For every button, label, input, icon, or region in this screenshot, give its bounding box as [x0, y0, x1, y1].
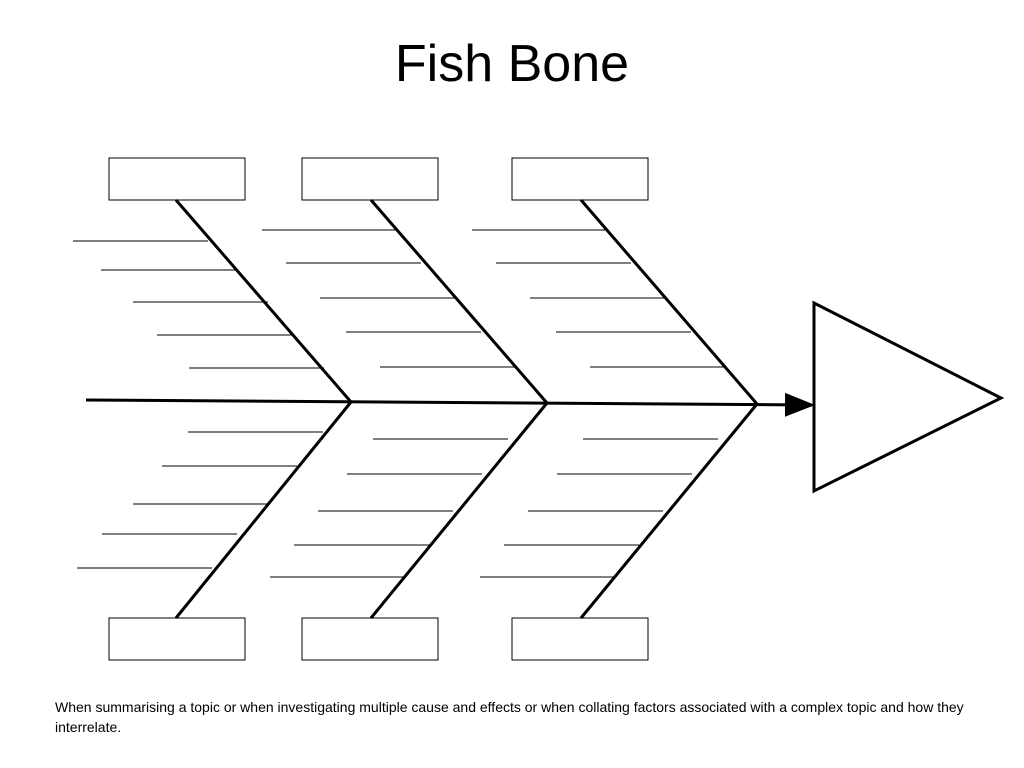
sub-causes-bottom-2	[270, 438, 508, 578]
page-title: Fish Bone	[394, 35, 630, 93]
sub-causes-bottom-1	[77, 431, 323, 569]
bottom-bone-2	[369, 402, 549, 619]
top-category-box-2	[301, 157, 439, 201]
description-caption: When summarising a topic or when investi…	[55, 699, 964, 735]
top-category-box-3	[511, 157, 649, 201]
spine	[85, 392, 815, 417]
sub-causes-top-3	[472, 229, 725, 368]
bottom-bone-1	[174, 401, 353, 619]
bottom-category-box-1	[108, 617, 246, 661]
effect-head-triangle	[812, 300, 1005, 494]
sub-causes-top-1	[73, 240, 324, 369]
bottom-category-box-3	[511, 617, 649, 661]
sub-causes-bottom-3	[480, 438, 718, 578]
top-bone-3	[579, 199, 759, 405]
bottom-category-box-2	[301, 617, 439, 661]
sub-causes-top-2	[262, 229, 515, 368]
bottom-bone-3	[579, 403, 759, 619]
top-bone-2	[369, 199, 549, 404]
top-category-box-1	[108, 157, 246, 201]
